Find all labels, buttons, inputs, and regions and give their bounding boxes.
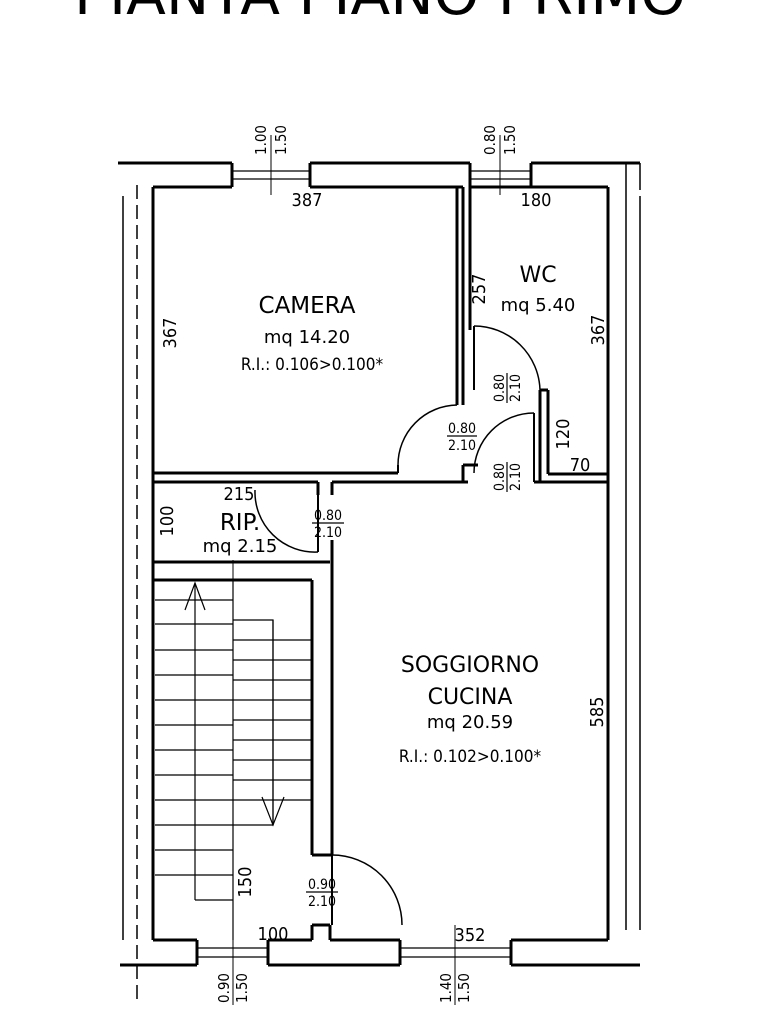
room-soggiorno-area: mq 20.59 bbox=[427, 712, 513, 733]
dim-hall-120: 120 bbox=[553, 419, 574, 450]
win-camera-height: 1.50 bbox=[272, 125, 290, 155]
doors bbox=[254, 325, 541, 926]
door-camera-height: 2.10 bbox=[448, 438, 476, 454]
door-entrance-height: 2.10 bbox=[308, 894, 336, 910]
door-wc-height: 2.10 bbox=[508, 374, 524, 402]
win-wc-height: 1.50 bbox=[501, 125, 519, 155]
door-soggiorno-height: 2.10 bbox=[508, 463, 524, 491]
door-label-soggiorno: 0.80 2.10 bbox=[492, 462, 524, 492]
room-wc-area: mq 5.40 bbox=[501, 295, 576, 316]
door-wc-width: 0.80 bbox=[492, 374, 508, 402]
dim-rip-height: 100 bbox=[157, 506, 178, 537]
room-soggiorno-name-2: CUCINA bbox=[428, 685, 513, 710]
door-camera-width: 0.80 bbox=[448, 421, 476, 437]
staircase bbox=[155, 580, 312, 940]
plan-title: PIANTA PIANO PRIMO bbox=[74, 0, 686, 28]
dim-hall-70: 70 bbox=[570, 455, 591, 476]
room-rip-labels: RIP. mq 2.15 bbox=[203, 510, 278, 557]
win-soggiorno-width: 1.40 bbox=[437, 973, 455, 1003]
dim-soggiorno-width: 352 bbox=[455, 925, 486, 946]
stair-up-arrow bbox=[184, 581, 206, 875]
door-label-entrance: 0.90 2.10 bbox=[306, 877, 338, 910]
door-rip-width: 0.80 bbox=[314, 508, 342, 524]
room-camera-labels: CAMERA mq 14.20 R.I.: 0.106>0.100* bbox=[241, 293, 384, 375]
dim-wc-wall: 257 bbox=[469, 274, 490, 305]
door-entrance-width: 0.90 bbox=[308, 877, 336, 893]
room-camera-ri: R.I.: 0.106>0.100* bbox=[241, 355, 384, 375]
dim-wc-height: 367 bbox=[588, 315, 609, 346]
room-camera-area: mq 14.20 bbox=[264, 327, 350, 348]
door-label-camera: 0.80 2.10 bbox=[447, 421, 477, 454]
dim-wc-width: 180 bbox=[521, 190, 552, 211]
door-wc bbox=[473, 325, 541, 391]
dim-camera-width: 387 bbox=[292, 190, 323, 211]
room-wc-name: WC bbox=[519, 263, 556, 288]
room-soggiorno-ri: R.I.: 0.102>0.100* bbox=[399, 747, 542, 767]
door-label-wc: 0.80 2.10 bbox=[492, 373, 524, 403]
win-stair-height: 1.50 bbox=[233, 973, 251, 1003]
door-soggiorno bbox=[473, 412, 535, 482]
room-soggiorno-name-1: SOGGIORNO bbox=[401, 653, 539, 678]
window-soggiorno bbox=[400, 925, 511, 1005]
dim-soggiorno-height: 585 bbox=[587, 697, 608, 728]
door-rip-height: 2.10 bbox=[314, 525, 342, 541]
dim-camera-height: 367 bbox=[160, 318, 181, 349]
dim-rip-width: 215 bbox=[224, 484, 255, 505]
win-camera-width: 1.00 bbox=[252, 125, 270, 155]
window-camera bbox=[232, 135, 310, 195]
room-camera-name: CAMERA bbox=[259, 293, 356, 319]
door-soggiorno-width: 0.80 bbox=[492, 463, 508, 491]
stair-down-arrow bbox=[261, 620, 285, 827]
outer-walls bbox=[118, 161, 640, 967]
room-soggiorno-labels: SOGGIORNO CUCINA mq 20.59 R.I.: 0.102>0.… bbox=[399, 653, 542, 767]
window-wc bbox=[470, 135, 531, 195]
dim-stair-150: 150 bbox=[235, 867, 256, 898]
door-camera bbox=[397, 404, 458, 473]
dim-stair-100: 100 bbox=[258, 924, 289, 945]
room-rip-area: mq 2.15 bbox=[203, 536, 278, 557]
win-soggiorno-height: 1.50 bbox=[455, 973, 473, 1003]
room-wc-labels: WC mq 5.40 bbox=[501, 263, 576, 316]
window-dimension-labels: 1.00 1.50 0.80 1.50 0.90 1.50 1.40 1.50 bbox=[215, 125, 519, 1003]
door-entrance bbox=[331, 854, 403, 926]
dimension-labels: 387 180 367 367 257 120 70 215 100 585 3… bbox=[157, 190, 609, 946]
door-label-rip: 0.80 2.10 bbox=[312, 508, 344, 541]
door-dimension-labels: 0.80 2.10 0.80 2.10 0.80 2.10 0.80 2.10 … bbox=[306, 373, 524, 910]
exterior-lines bbox=[118, 162, 641, 1000]
win-wc-width: 0.80 bbox=[481, 125, 499, 155]
win-stair-width: 0.90 bbox=[215, 973, 233, 1003]
room-rip-name: RIP. bbox=[220, 510, 260, 536]
